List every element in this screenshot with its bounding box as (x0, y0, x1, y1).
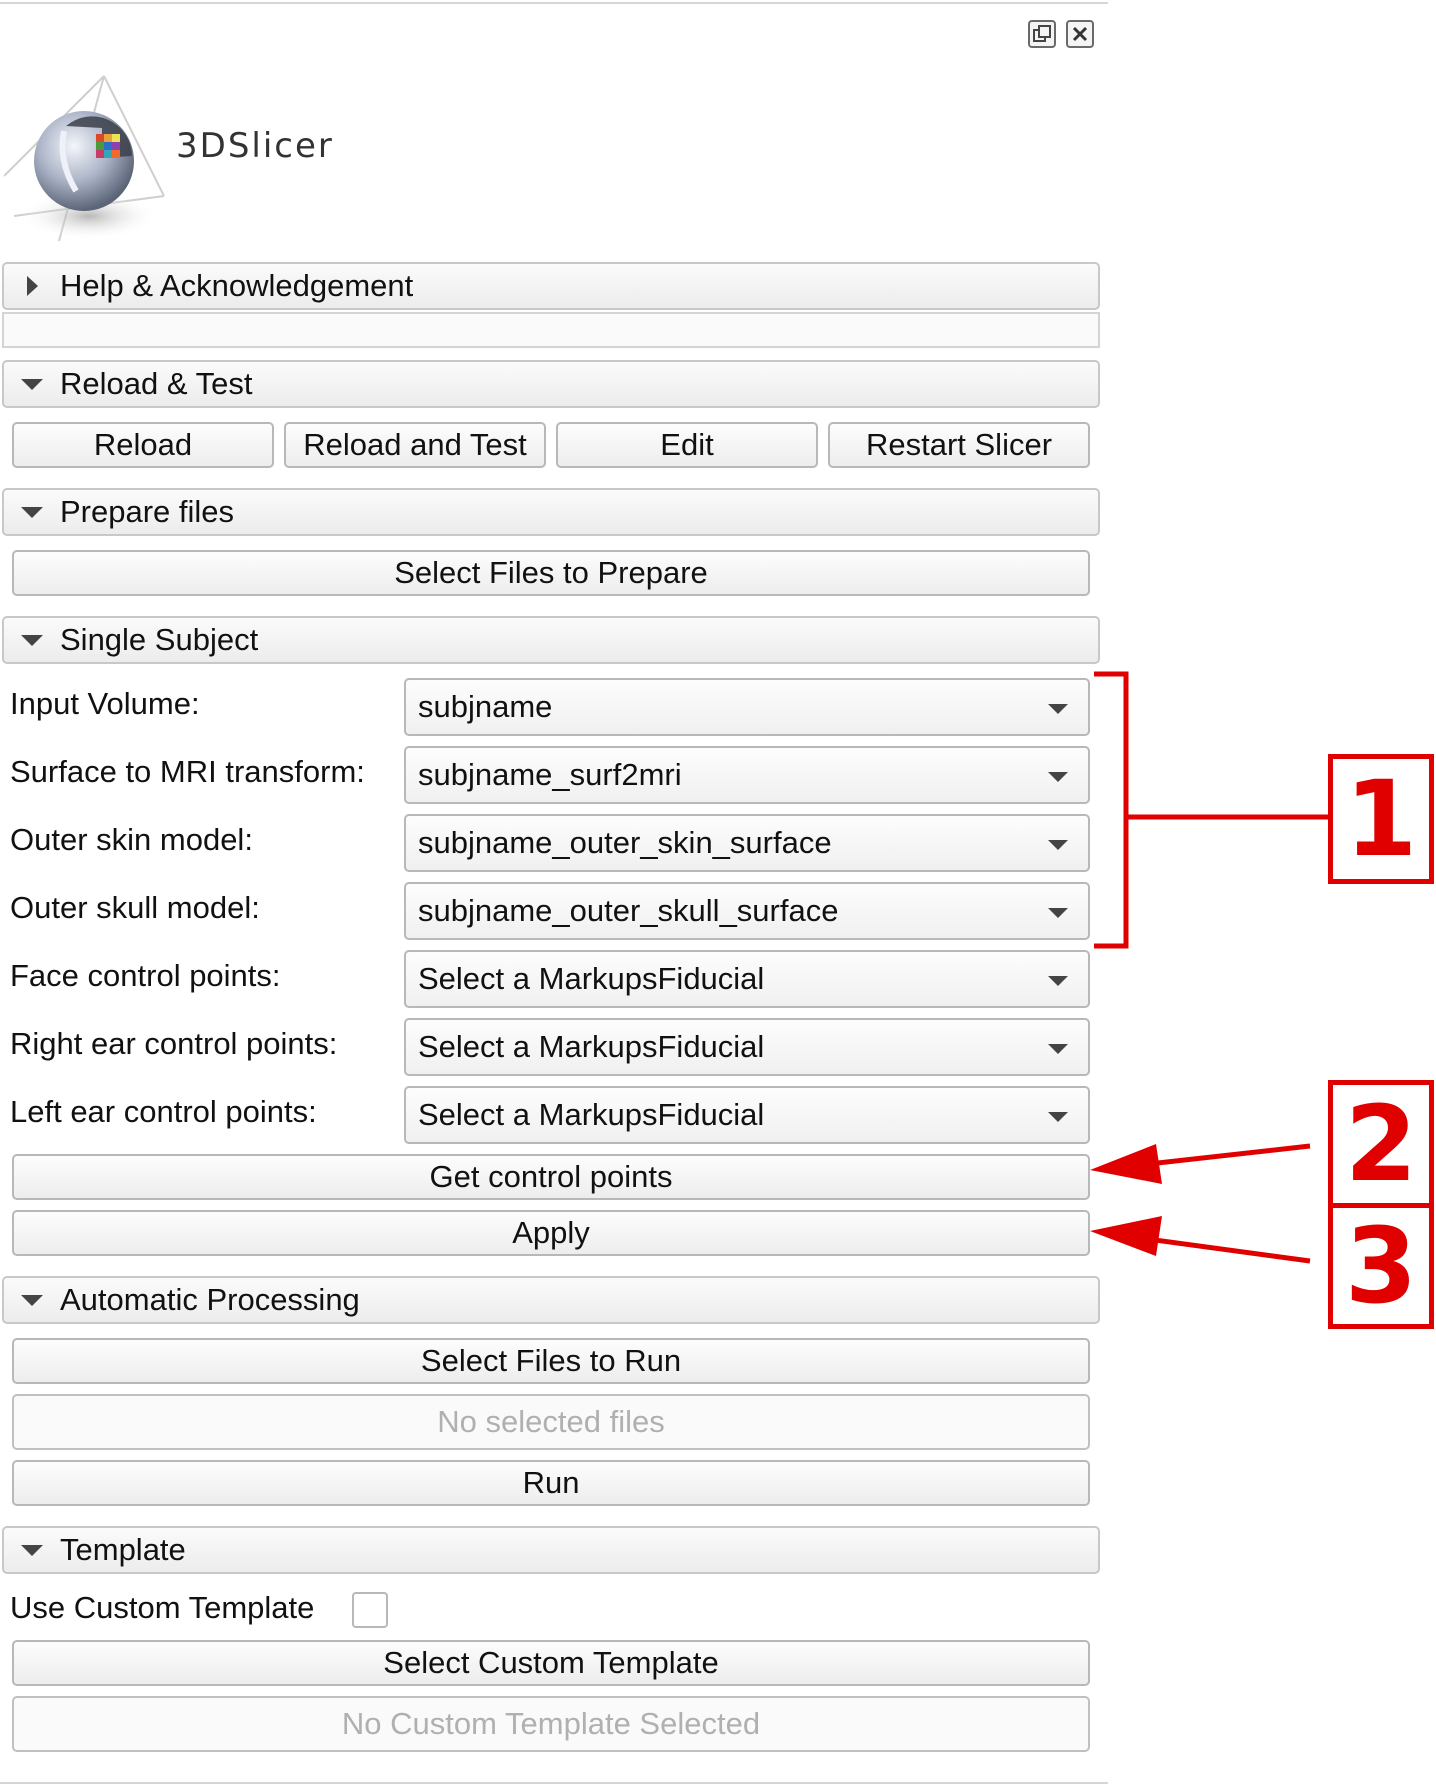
restart-slicer-button[interactable]: Restart Slicer (828, 422, 1090, 468)
top-divider (0, 2, 1108, 4)
apply-button[interactable]: Apply (12, 1210, 1090, 1256)
annotation-1: 1 (1328, 754, 1434, 884)
expand-arrow-icon (26, 276, 38, 296)
reload-button[interactable]: Reload (12, 422, 274, 468)
collapse-arrow-icon (21, 378, 43, 390)
outer-skull-label: Outer skull model: (10, 890, 260, 925)
use-custom-template-label: Use Custom Template (10, 1590, 315, 1625)
collapse-arrow-icon (21, 634, 43, 646)
surface-transform-combo[interactable]: subjname_surf2mri (404, 746, 1090, 804)
face-points-combo[interactable]: Select a MarkupsFiducial (404, 950, 1090, 1008)
left-ear-points-value: Select a MarkupsFiducial (418, 1097, 765, 1132)
face-points-value: Select a MarkupsFiducial (418, 961, 765, 996)
chevron-down-icon (1048, 772, 1068, 782)
input-volume-label: Input Volume: (10, 686, 200, 721)
help-collapsed-area (2, 312, 1100, 348)
chevron-down-icon (1048, 704, 1068, 714)
section-template-header[interactable]: Template (2, 1526, 1100, 1574)
section-help-title: Help & Acknowledgement (60, 268, 414, 303)
annotation-3: 3 (1328, 1203, 1434, 1329)
reload-and-test-button[interactable]: Reload and Test (284, 422, 546, 468)
chevron-down-icon (1048, 1044, 1068, 1054)
section-help-header[interactable]: Help & Acknowledgement (2, 262, 1100, 310)
outer-skull-combo[interactable]: subjname_outer_skull_surface (404, 882, 1090, 940)
bottom-divider (0, 1782, 1108, 1784)
left-ear-points-combo[interactable]: Select a MarkupsFiducial (404, 1086, 1090, 1144)
edit-button[interactable]: Edit (556, 422, 818, 468)
logo-text: 3DSlicer (176, 126, 334, 166)
outer-skin-label: Outer skin model: (10, 822, 253, 857)
custom-template-field: No Custom Template Selected (12, 1696, 1090, 1752)
chevron-down-icon (1048, 1112, 1068, 1122)
chevron-down-icon (1048, 908, 1068, 918)
section-single-subject-title: Single Subject (60, 622, 259, 657)
face-points-label: Face control points: (10, 958, 281, 993)
undock-icon[interactable] (1028, 20, 1056, 48)
input-volume-value: subjname (418, 689, 553, 724)
run-button[interactable]: Run (12, 1460, 1090, 1506)
left-ear-points-label: Left ear control points: (10, 1094, 317, 1129)
close-icon[interactable] (1066, 20, 1094, 48)
get-control-points-button[interactable]: Get control points (12, 1154, 1090, 1200)
section-automatic-header[interactable]: Automatic Processing (2, 1276, 1100, 1324)
outer-skin-combo[interactable]: subjname_outer_skin_surface (404, 814, 1090, 872)
select-files-to-prepare-button[interactable]: Select Files to Prepare (12, 550, 1090, 596)
3dslicer-logo (3, 66, 174, 246)
select-custom-template-button[interactable]: Select Custom Template (12, 1640, 1090, 1686)
outer-skin-value: subjname_outer_skin_surface (418, 825, 832, 860)
section-prepare-title: Prepare files (60, 494, 235, 529)
surface-transform-label: Surface to MRI transform: (10, 754, 365, 789)
section-reload-test-header[interactable]: Reload & Test (2, 360, 1100, 408)
collapse-arrow-icon (21, 1294, 43, 1306)
right-ear-points-combo[interactable]: Select a MarkupsFiducial (404, 1018, 1090, 1076)
select-files-to-run-button[interactable]: Select Files to Run (12, 1338, 1090, 1384)
section-reload-test-title: Reload & Test (60, 366, 253, 401)
use-custom-template-checkbox[interactable] (352, 1592, 388, 1628)
collapse-arrow-icon (21, 1544, 43, 1556)
right-ear-points-label: Right ear control points: (10, 1026, 338, 1061)
chevron-down-icon (1048, 976, 1068, 986)
annotation-2: 2 (1328, 1080, 1434, 1208)
selected-files-field: No selected files (12, 1394, 1090, 1450)
outer-skull-value: subjname_outer_skull_surface (418, 893, 839, 928)
collapse-arrow-icon (21, 506, 43, 518)
section-single-subject-header[interactable]: Single Subject (2, 616, 1100, 664)
annotation-lines (1090, 671, 1328, 1264)
section-automatic-title: Automatic Processing (60, 1282, 360, 1317)
section-prepare-header[interactable]: Prepare files (2, 488, 1100, 536)
chevron-down-icon (1048, 840, 1068, 850)
surface-transform-value: subjname_surf2mri (418, 757, 682, 792)
input-volume-combo[interactable]: subjname (404, 678, 1090, 736)
right-ear-points-value: Select a MarkupsFiducial (418, 1029, 765, 1064)
section-template-title: Template (60, 1532, 186, 1567)
